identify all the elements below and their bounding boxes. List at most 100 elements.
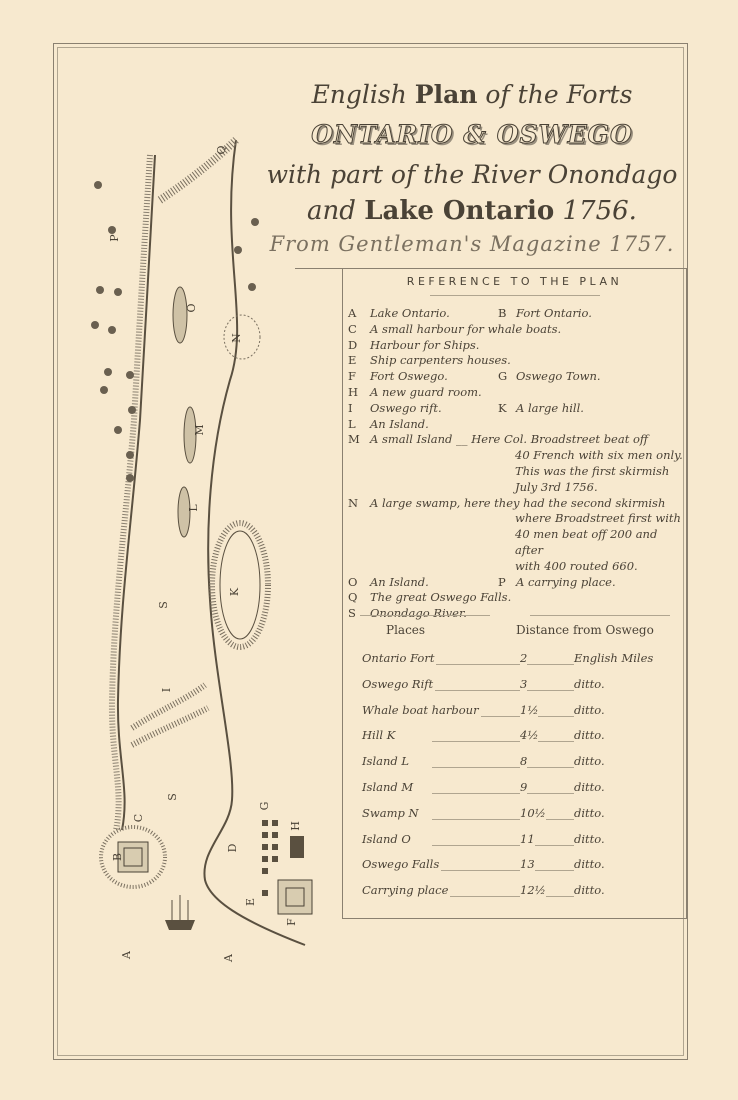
island-m [183,406,197,464]
reference-text: 40 French with six men only. [515,448,683,463]
place-name: Swamp N [362,805,421,820]
place-name: Whale boat harbour [362,702,481,717]
reference-text: The great Oswego Falls. [370,590,512,605]
tree-icons [91,181,259,482]
leader-line [432,896,574,898]
map-label-l: L [187,504,200,512]
reference-row: This was the first skirmish [348,464,684,480]
place-distance: 4½ [520,728,539,743]
map-label-d: D [226,843,239,852]
guard-room [290,836,304,858]
distance-header: Distance from Oswego [516,623,654,637]
reference-key: D [348,337,358,352]
divider [430,295,600,296]
reference-text: A small Island __ Here Col. Broadstreet … [370,432,649,447]
leader-line [432,767,574,769]
reference-key: N [348,495,359,510]
map-label-b: B [111,853,124,861]
leader-line [432,664,574,665]
map-label-s: S [166,793,179,801]
reference-key: I [348,400,353,415]
map-label-o: O [185,303,198,312]
reference-text: July 3rd 1756. [515,479,598,494]
reference-row: 40 men beat off 200 and after [348,527,684,559]
place-distance: 8 [520,754,528,769]
title-text: Lake Ontario [364,196,555,226]
place-unit: ditto. [574,676,605,691]
oswego-town [262,820,278,896]
place-distance: 12½ [520,883,546,898]
reference-row: where Broadstreet first with [348,511,684,527]
title-text: of the Forts [485,80,633,109]
reference-key [493,511,515,527]
map-label-f: F [285,918,298,926]
reference-text: A small harbour for whale boats. [370,321,562,336]
falls-hatching [157,137,239,204]
reference-text: Fort Ontario. [516,306,592,320]
map-label-g: G [258,802,271,811]
place-name: Ontario Fort [362,651,437,665]
place-unit: ditto. [574,702,605,717]
place-name: Hill K [362,728,398,743]
map-label-a: A [120,950,133,960]
reference-key: F [348,369,356,384]
title-text: and [307,196,356,226]
rift-hatching-2 [130,705,210,748]
map-label-a: A [222,953,235,963]
places-header: Places [386,623,426,637]
reference-text: This was the first skirmish [515,463,670,478]
river-east-bank [203,139,306,946]
reference-text: A large hill. [516,400,584,415]
title-text: English [311,80,407,109]
reference-text: A carrying place. [516,574,616,589]
reference-key: H [348,384,359,399]
reference-text: Ship carpenters houses. [370,353,511,368]
place-unit: ditto. [574,754,605,769]
reference-key: S [348,606,356,621]
reference-key: Q [348,590,358,605]
reference-key: C [348,321,357,336]
reference-text: Fort Oswego. [370,369,448,384]
leader-line [432,844,574,846]
map-label-m: M [193,424,206,435]
leader-line [432,870,574,872]
reference-key [493,464,515,480]
place-name: Carrying place [362,883,451,898]
divider [530,615,670,616]
reference-key [493,559,515,575]
places-row: Island L 8 ditto. [362,754,682,774]
place-unit: ditto. [574,831,605,846]
title-line-2: ONTARIO & OSWEGO [311,120,633,150]
divider [295,268,686,269]
reference-text: An Island. [370,574,429,589]
map-label-c: C [132,814,145,822]
swamp-n [223,314,261,360]
reference-row: with 400 routed 660. [348,559,684,575]
reference-text: Lake Ontario. [370,306,450,320]
title-text: 1756. [562,196,637,226]
place-unit: ditto. [574,728,605,743]
place-unit: ditto. [574,805,605,820]
river-west-bank [116,154,156,831]
reference-key [493,448,515,464]
reference-row: H A new guard room. [348,385,684,401]
place-name: Island L [362,754,412,769]
map-label-n: N [230,333,243,343]
rift-hatching [130,682,207,731]
place-distance: 11 [520,831,535,846]
map-label-q: Q [215,145,228,154]
fort-oswego [277,879,313,915]
map-border [53,43,688,1060]
place-distance: 9 [520,780,528,794]
reference-text: A new guard room. [370,384,482,399]
